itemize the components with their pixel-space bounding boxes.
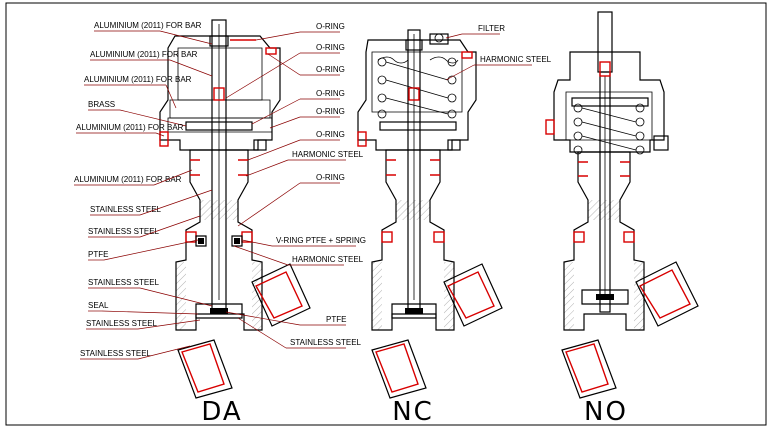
label-nc-harmonic: HARMONIC STEEL (480, 55, 552, 64)
valve-da (159, 19, 311, 399)
label-nc-filter: FILTER (478, 24, 505, 33)
valve-no (545, 11, 699, 399)
label-left-10: STAINLESS STEEL (88, 278, 160, 287)
label-right-10: HARMONIC STEEL (292, 255, 364, 264)
label-right-5: O-RING (316, 107, 345, 116)
label-left-13: STAINLESS STEEL (80, 349, 152, 358)
label-left-3: ALUMINIUM (2011) FOR BAR (84, 75, 192, 84)
label-left-5: ALUMINIUM (2011) FOR BAR (76, 123, 184, 132)
label-right-1: O-RING (316, 22, 345, 31)
outer-border (5, 2, 767, 426)
label-left-1: ALUMINIUM (2011) FOR BAR (94, 21, 202, 30)
valve-nc (357, 29, 503, 399)
caption-nc: NC (392, 397, 434, 427)
label-left-12: STAINLESS STEEL (86, 319, 158, 328)
label-right-2: O-RING (316, 43, 345, 52)
label-left-7: STAINLESS STEEL (90, 205, 162, 214)
caption-no: NO (584, 397, 628, 427)
label-left-11: SEAL (88, 301, 109, 310)
label-right-7: HARMONIC STEEL (292, 150, 364, 159)
label-right-12: STAINLESS STEEL (290, 338, 362, 347)
right-labels: O-RING O-RING O-RING O-RING O-RING O-RIN… (225, 22, 366, 349)
caption-da: DA (201, 397, 242, 427)
label-right-11: PTFE (326, 315, 346, 324)
label-left-6: ALUMINIUM (2011) FOR BAR (74, 175, 182, 184)
label-right-9: V-RING PTFE + SPRING (276, 236, 366, 245)
nc-labels: FILTER HARMONIC STEEL (445, 24, 552, 81)
label-left-9: PTFE (88, 250, 108, 259)
label-left-4: BRASS (88, 100, 115, 109)
label-right-6: O-RING (316, 130, 345, 139)
label-right-8: O-RING (316, 173, 345, 182)
label-right-4: O-RING (316, 89, 345, 98)
label-left-8: STAINLESS STEEL (88, 227, 160, 236)
label-left-2: ALUMINIUM (2011) FOR BAR (90, 50, 198, 59)
label-right-3: O-RING (316, 65, 345, 74)
left-labels: ALUMINIUM (2011) FOR BAR ALUMINIUM (2011… (74, 21, 213, 360)
